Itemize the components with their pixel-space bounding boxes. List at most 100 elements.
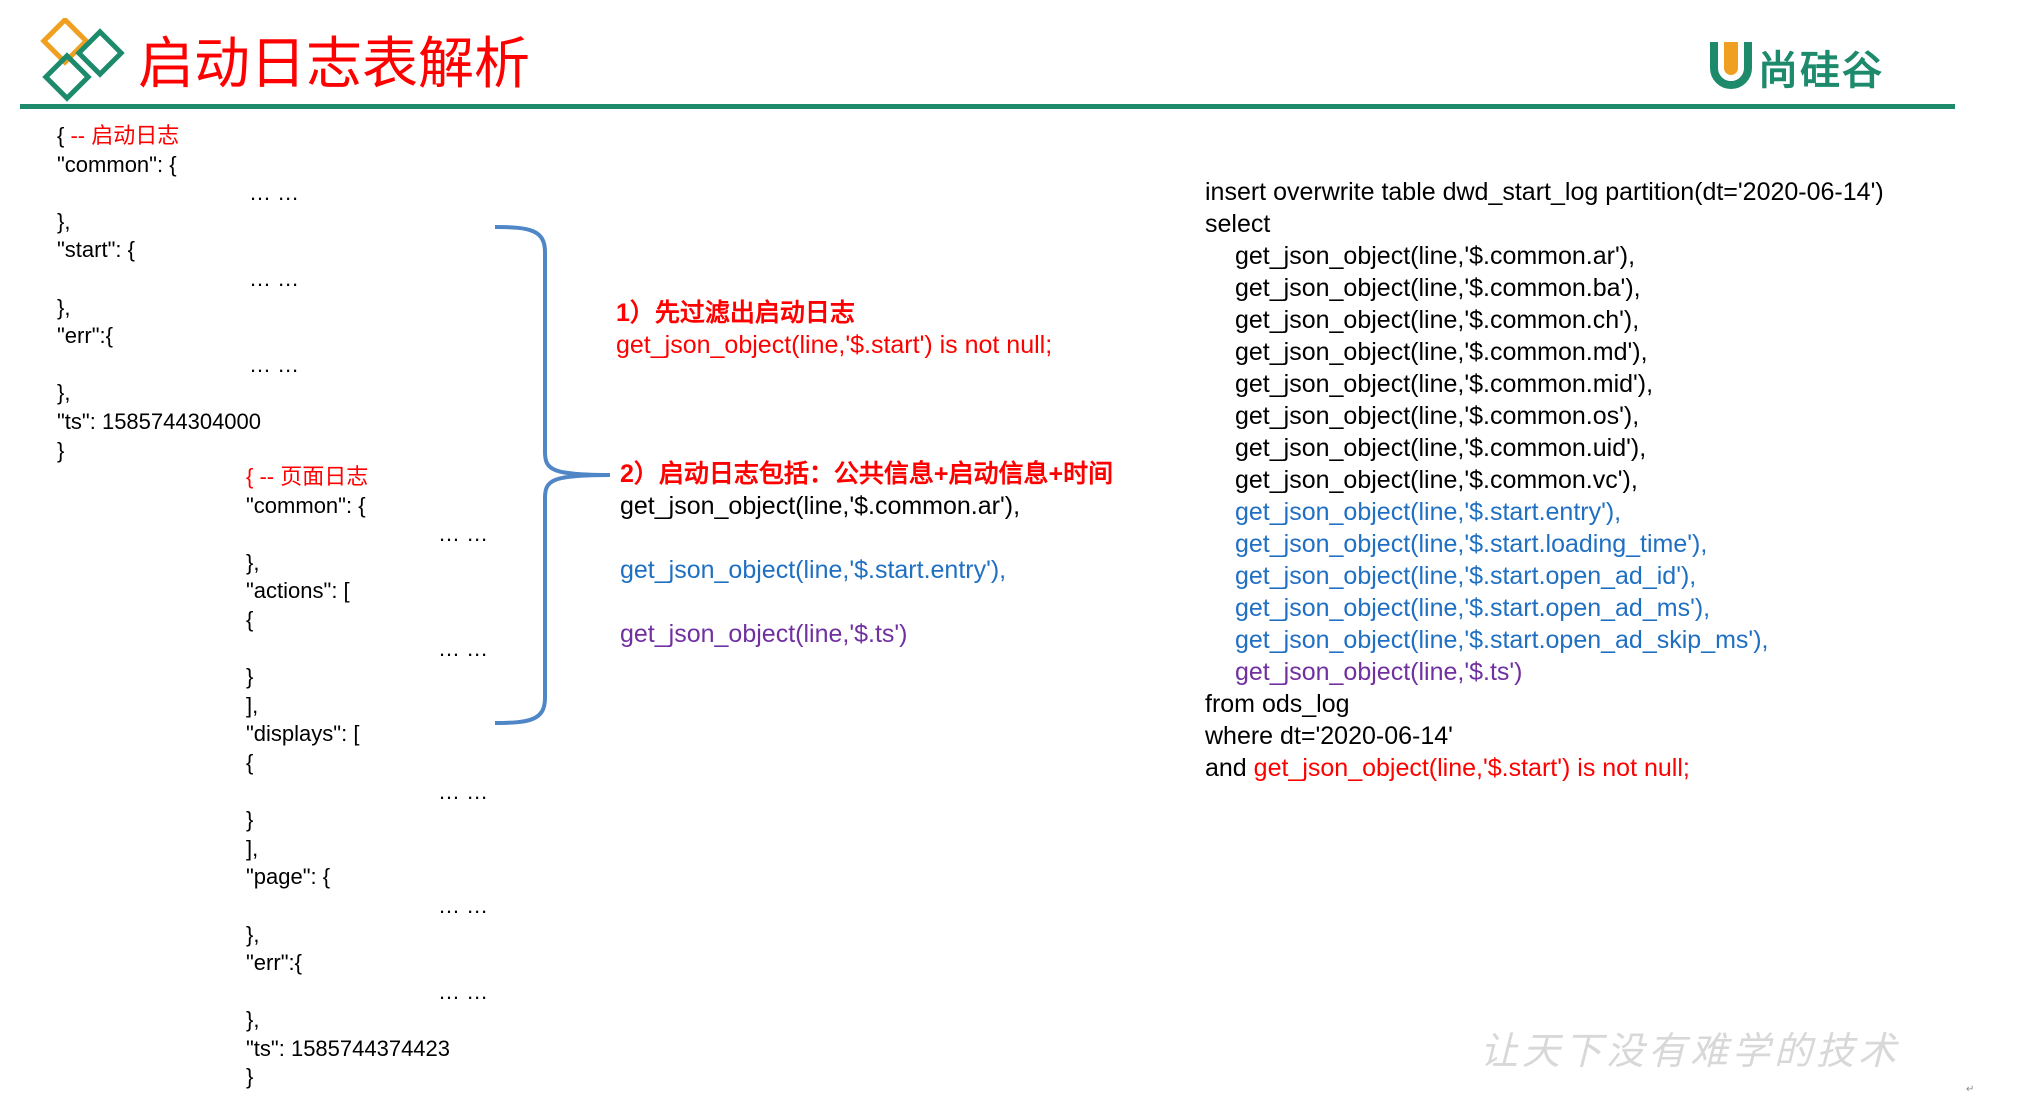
- code-token: "common": {: [246, 492, 366, 518]
- code-token: get_json_object(line,'$.common.os'),: [1235, 402, 1640, 430]
- code-token: get_json_object(line,'$.common.ba'),: [1235, 274, 1641, 302]
- code-line: }: [246, 1063, 488, 1092]
- code-line: },: [57, 379, 299, 408]
- step2-start-field: get_json_object(line,'$.start.entry'),: [620, 556, 1007, 584]
- sql-code-block: insert overwrite table dwd_start_log par…: [1205, 176, 1884, 784]
- code-line: }: [246, 663, 488, 692]
- code-line: },: [246, 921, 488, 950]
- brand-logo-icon: [1710, 42, 1752, 89]
- brace-icon: [494, 225, 611, 725]
- code-token: and: [1205, 754, 1254, 782]
- code-line: ],: [246, 692, 488, 721]
- code-line: }: [246, 806, 488, 835]
- code-token: },: [57, 208, 71, 234]
- footer-slogan: 让天下没有难学的技术: [1480, 1029, 1901, 1073]
- code-line: … …: [246, 892, 488, 921]
- code-line: ],: [246, 835, 488, 864]
- code-token: "err":{: [57, 323, 113, 349]
- code-line: get_json_object(line,'$.ts'): [1205, 656, 1884, 688]
- code-token: … …: [438, 978, 489, 1004]
- code-token: … …: [438, 778, 489, 804]
- code-line: get_json_object(line,'$.common.mid'),: [1205, 368, 1884, 400]
- header-divider: [20, 104, 1955, 109]
- code-token: get_json_object(line,'$.start.open_ad_sk…: [1235, 626, 1769, 654]
- code-token: get_json_object(line,'$.common.uid'),: [1235, 434, 1647, 462]
- code-line: },: [246, 1006, 488, 1035]
- code-line: { -- 页面日志: [246, 463, 488, 492]
- code-line: get_json_object(line,'$.start.open_ad_id…: [1205, 560, 1884, 592]
- code-token: }: [246, 1064, 254, 1090]
- code-token: {: [246, 749, 254, 775]
- code-line: and get_json_object(line,'$.start') is n…: [1205, 752, 1884, 784]
- code-token: … …: [438, 892, 489, 918]
- code-line: "page": {: [246, 863, 488, 892]
- code-line: "ts": 1585744304000: [57, 408, 299, 437]
- code-line: {: [246, 606, 488, 635]
- code-line: get_json_object(line,'$.start.open_ad_ms…: [1205, 592, 1884, 624]
- code-line: }: [57, 437, 299, 466]
- code-line: … …: [246, 778, 488, 807]
- code-token: "start": {: [57, 237, 135, 263]
- code-token: {: [57, 123, 71, 148]
- code-line: "ts": 1585744374423: [246, 1035, 488, 1064]
- code-token: },: [57, 294, 71, 320]
- code-token: ],: [246, 692, 259, 718]
- code-line: {: [246, 749, 488, 778]
- code-line: … …: [246, 978, 488, 1007]
- code-line: get_json_object(line,'$.start.open_ad_sk…: [1205, 624, 1884, 656]
- code-line: get_json_object(line,'$.common.md'),: [1205, 336, 1884, 368]
- code-token: "page": {: [246, 864, 331, 890]
- brand-logo-text: 尚硅谷: [1758, 48, 1884, 94]
- code-token: get_json_object(line,'$.start.entry'),: [1235, 498, 1622, 526]
- code-token: get_json_object(line,'$.start.loading_ti…: [1235, 530, 1708, 558]
- start-log-json: { -- 启动日志"common": { … …}, "start": { … …},…: [57, 122, 299, 465]
- code-token: },: [246, 549, 260, 575]
- code-line: where dt='2020-06-14': [1205, 720, 1884, 752]
- code-token: { -- 页面日志: [246, 464, 369, 489]
- code-token: }: [246, 807, 254, 833]
- code-token: },: [246, 1007, 260, 1033]
- code-token: get_json_object(line,'$.common.mid'),: [1235, 370, 1654, 398]
- code-line: get_json_object(line,'$.common.vc'),: [1205, 464, 1884, 496]
- step1-title: 1）先过滤出启动日志: [616, 299, 855, 327]
- code-token: get_json_object(line,'$.start') is not n…: [1253, 754, 1690, 782]
- code-line: get_json_object(line,'$.start.loading_ti…: [1205, 528, 1884, 560]
- step2-common-field: get_json_object(line,'$.common.ar'),: [620, 492, 1021, 520]
- code-token: … …: [438, 635, 489, 661]
- code-token: … …: [249, 265, 300, 291]
- code-token: "ts": 1585744374423: [246, 1035, 451, 1061]
- code-token: get_json_object(line,'$.common.md'),: [1235, 338, 1648, 366]
- code-line: … …: [57, 179, 299, 208]
- code-line: get_json_object(line,'$.common.os'),: [1205, 400, 1884, 432]
- code-line: get_json_object(line,'$.start.entry'),: [1205, 496, 1884, 528]
- code-line: "err":{: [246, 949, 488, 978]
- code-token: get_json_object(line,'$.common.ch'),: [1235, 306, 1640, 334]
- code-line: { -- 启动日志: [57, 122, 299, 151]
- code-token: insert overwrite table dwd_start_log par…: [1205, 178, 1884, 206]
- code-token: }: [57, 437, 65, 463]
- code-token: … …: [249, 351, 300, 377]
- code-token: "actions": [: [246, 578, 350, 604]
- code-token: }: [246, 664, 254, 690]
- code-token: where dt='2020-06-14': [1205, 722, 1453, 750]
- code-token: get_json_object(line,'$.ts'): [1235, 658, 1523, 686]
- code-line: from ods_log: [1205, 688, 1884, 720]
- code-token: ],: [246, 835, 259, 861]
- code-token: select: [1205, 210, 1271, 238]
- code-token: get_json_object(line,'$.start.open_ad_ms…: [1235, 594, 1711, 622]
- code-token: "common": {: [57, 151, 177, 177]
- code-token: from ods_log: [1205, 690, 1350, 718]
- code-line: },: [57, 294, 299, 323]
- code-line: get_json_object(line,'$.common.ar'),: [1205, 240, 1884, 272]
- code-token: get_json_object(line,'$.common.ar'),: [1235, 242, 1636, 270]
- code-line: },: [57, 208, 299, 237]
- paragraph-mark: ↵: [1966, 1084, 1975, 1095]
- code-line: … …: [57, 351, 299, 380]
- step1-code: get_json_object(line,'$.start') is not n…: [616, 331, 1053, 359]
- code-token: "err":{: [246, 950, 302, 976]
- code-token: {: [246, 606, 254, 632]
- code-line: "actions": [: [246, 577, 488, 606]
- code-token: … …: [438, 521, 489, 547]
- code-line: get_json_object(line,'$.common.ch'),: [1205, 304, 1884, 336]
- code-token: … …: [249, 180, 300, 206]
